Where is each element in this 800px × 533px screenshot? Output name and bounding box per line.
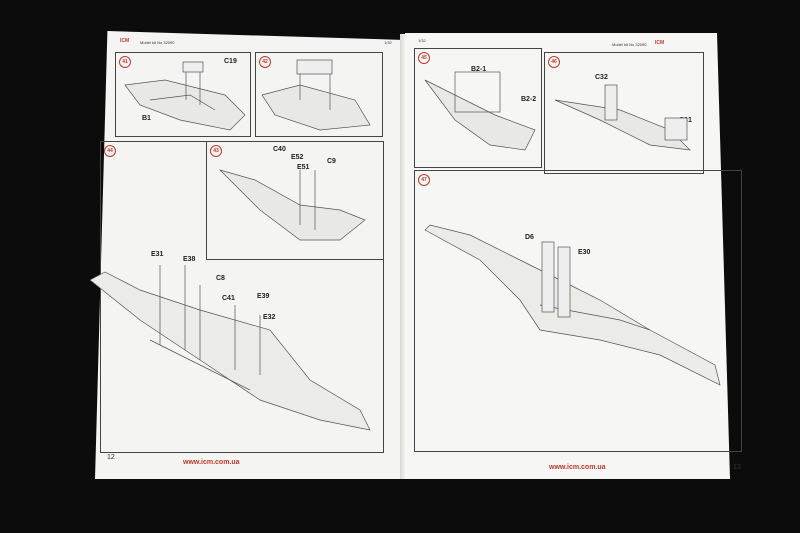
right-header-model: Model kit No 32090 bbox=[612, 42, 647, 47]
right-header-scale: 1/32 bbox=[418, 38, 426, 43]
part-label-c19: C19 bbox=[224, 58, 237, 65]
part-label-e51: E51 bbox=[297, 164, 310, 171]
part-label-c41: C41 bbox=[222, 295, 235, 302]
left-header-model: Model kit No 32090 bbox=[140, 40, 175, 45]
step-47-panel: 47 D6 E30 bbox=[414, 170, 742, 452]
right-footer-url[interactable]: www.icm.com.ua bbox=[549, 464, 606, 471]
icm-logo-right: ICM bbox=[655, 40, 665, 46]
step-number: 45 bbox=[418, 52, 430, 64]
step-number: 44 bbox=[104, 145, 116, 157]
part-label-e38: E38 bbox=[183, 256, 196, 263]
step-42-panel: 42 bbox=[255, 52, 383, 137]
part-label-c40: C40 bbox=[273, 146, 286, 153]
step-number: 43 bbox=[210, 145, 222, 157]
left-header-scale: 1/32 bbox=[384, 40, 392, 45]
part-label-c32: C32 bbox=[595, 74, 608, 81]
step-41-panel: 41 C19 B1 bbox=[115, 52, 251, 137]
part-label-b2-2: B2-2 bbox=[521, 96, 537, 103]
right-page-number: 13 bbox=[733, 464, 741, 471]
step-number: 47 bbox=[418, 174, 430, 186]
part-label-d6: D6 bbox=[525, 234, 534, 241]
part-label-e52: E52 bbox=[291, 154, 304, 161]
step-number: 41 bbox=[119, 56, 131, 68]
step-43-panel: 43 C40 E52 C9 E51 bbox=[206, 141, 384, 260]
left-footer-url[interactable]: www.icm.com.ua bbox=[183, 459, 240, 466]
step-number: 46 bbox=[548, 56, 560, 68]
left-page-number: 12 bbox=[107, 454, 115, 461]
step-number: 42 bbox=[259, 56, 271, 68]
part-label-e31: E31 bbox=[151, 251, 164, 258]
part-label-e39: E39 bbox=[257, 293, 270, 300]
part-label-b2-1: B2-1 bbox=[471, 66, 487, 73]
part-label-e30: E30 bbox=[578, 249, 591, 256]
part-label-e32: E32 bbox=[263, 314, 276, 321]
step-45-panel: 45 B2-1 B2-2 bbox=[414, 48, 542, 168]
part-label-c9: C9 bbox=[327, 158, 336, 165]
part-label-c8: C8 bbox=[216, 275, 225, 282]
part-label-b1: B1 bbox=[142, 115, 151, 122]
icm-logo-left: ICM bbox=[120, 38, 130, 44]
